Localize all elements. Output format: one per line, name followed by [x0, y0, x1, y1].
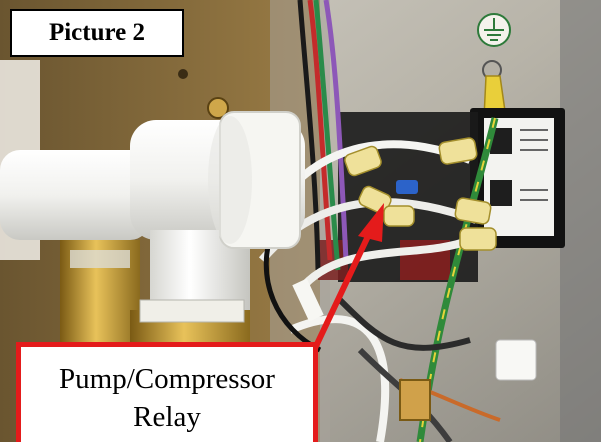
red-wire — [307, 0, 333, 261]
green-wire — [313, 0, 341, 271]
relay-callout: Pump/Compressor Relay — [16, 342, 318, 442]
figure-label: Picture 2 — [10, 9, 184, 57]
ground-symbol-icon — [477, 13, 511, 47]
right-edge-panel — [560, 0, 601, 442]
relay-unit — [470, 108, 565, 248]
brass-screw — [207, 97, 229, 119]
purple-wire — [323, 0, 349, 261]
callout-line-1: Pump/Compressor — [59, 362, 275, 395]
callout-line-2: Relay — [133, 400, 201, 433]
cable-tie — [292, 278, 324, 322]
crimp-connectors — [344, 137, 497, 251]
wire-connector-block — [495, 339, 537, 381]
blue-connector — [396, 180, 418, 194]
white-wire-4 — [288, 315, 390, 442]
metal-clamp — [399, 379, 431, 421]
white-wire-3 — [296, 236, 472, 293]
mounting-hole — [178, 69, 188, 79]
black-wire — [297, 0, 321, 271]
